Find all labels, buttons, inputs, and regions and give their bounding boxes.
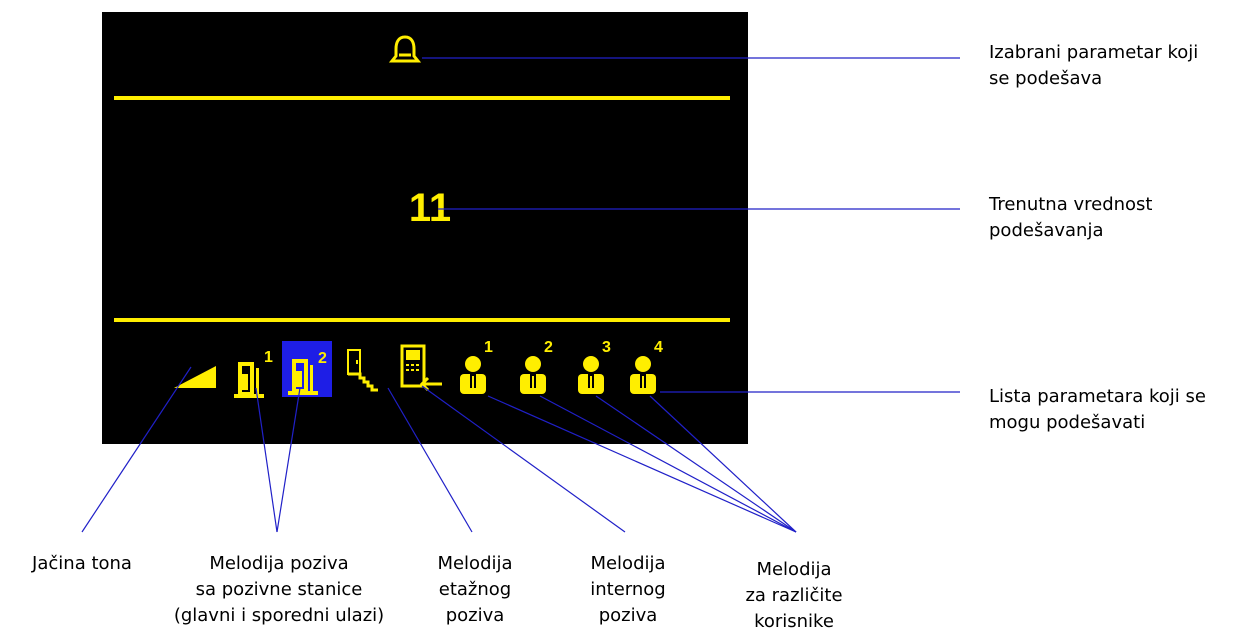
intercom-icon[interactable]	[400, 344, 444, 394]
bottom-divider	[114, 318, 730, 322]
label-selected-parameter: Izabrani parametar koji se podešava	[989, 42, 1199, 89]
top-divider	[114, 96, 730, 100]
bell-icon	[388, 34, 422, 68]
label-users-melody: Melodija za različite korisnike	[745, 559, 843, 632]
current-value: 11	[408, 186, 452, 230]
door-2-icon[interactable]: 2	[282, 341, 332, 397]
label-floor-call-melody: Melodija etažnog poziva	[437, 553, 513, 626]
user-1-icon[interactable]: 1	[458, 340, 494, 396]
user-1-number: 1	[484, 339, 493, 356]
user-3-number: 3	[602, 339, 611, 356]
user-4-number: 4	[654, 339, 663, 356]
door-1-icon[interactable]: 1	[234, 350, 273, 400]
door-2-number: 2	[318, 350, 327, 367]
volume-ramp-icon[interactable]	[174, 362, 218, 388]
user-3-icon[interactable]: 3	[576, 340, 612, 396]
stairs-door-icon[interactable]	[346, 348, 382, 394]
user-4-icon[interactable]: 4	[628, 340, 664, 396]
door-1-number: 1	[264, 349, 273, 366]
user-2-number: 2	[544, 339, 553, 356]
display-screen: 11 1 2	[102, 12, 748, 444]
label-internal-call-melody: Melodija internog poziva	[590, 553, 666, 626]
label-parameter-list: Lista parametara koji se mogu podešavati	[989, 386, 1206, 433]
label-current-value: Trenutna vrednost podešavanja	[989, 194, 1153, 241]
label-tone-volume: Jačina tona	[32, 553, 132, 574]
user-2-icon[interactable]: 2	[518, 340, 554, 396]
label-call-melody-station: Melodija poziva sa pozivne stanice (glav…	[173, 553, 385, 626]
